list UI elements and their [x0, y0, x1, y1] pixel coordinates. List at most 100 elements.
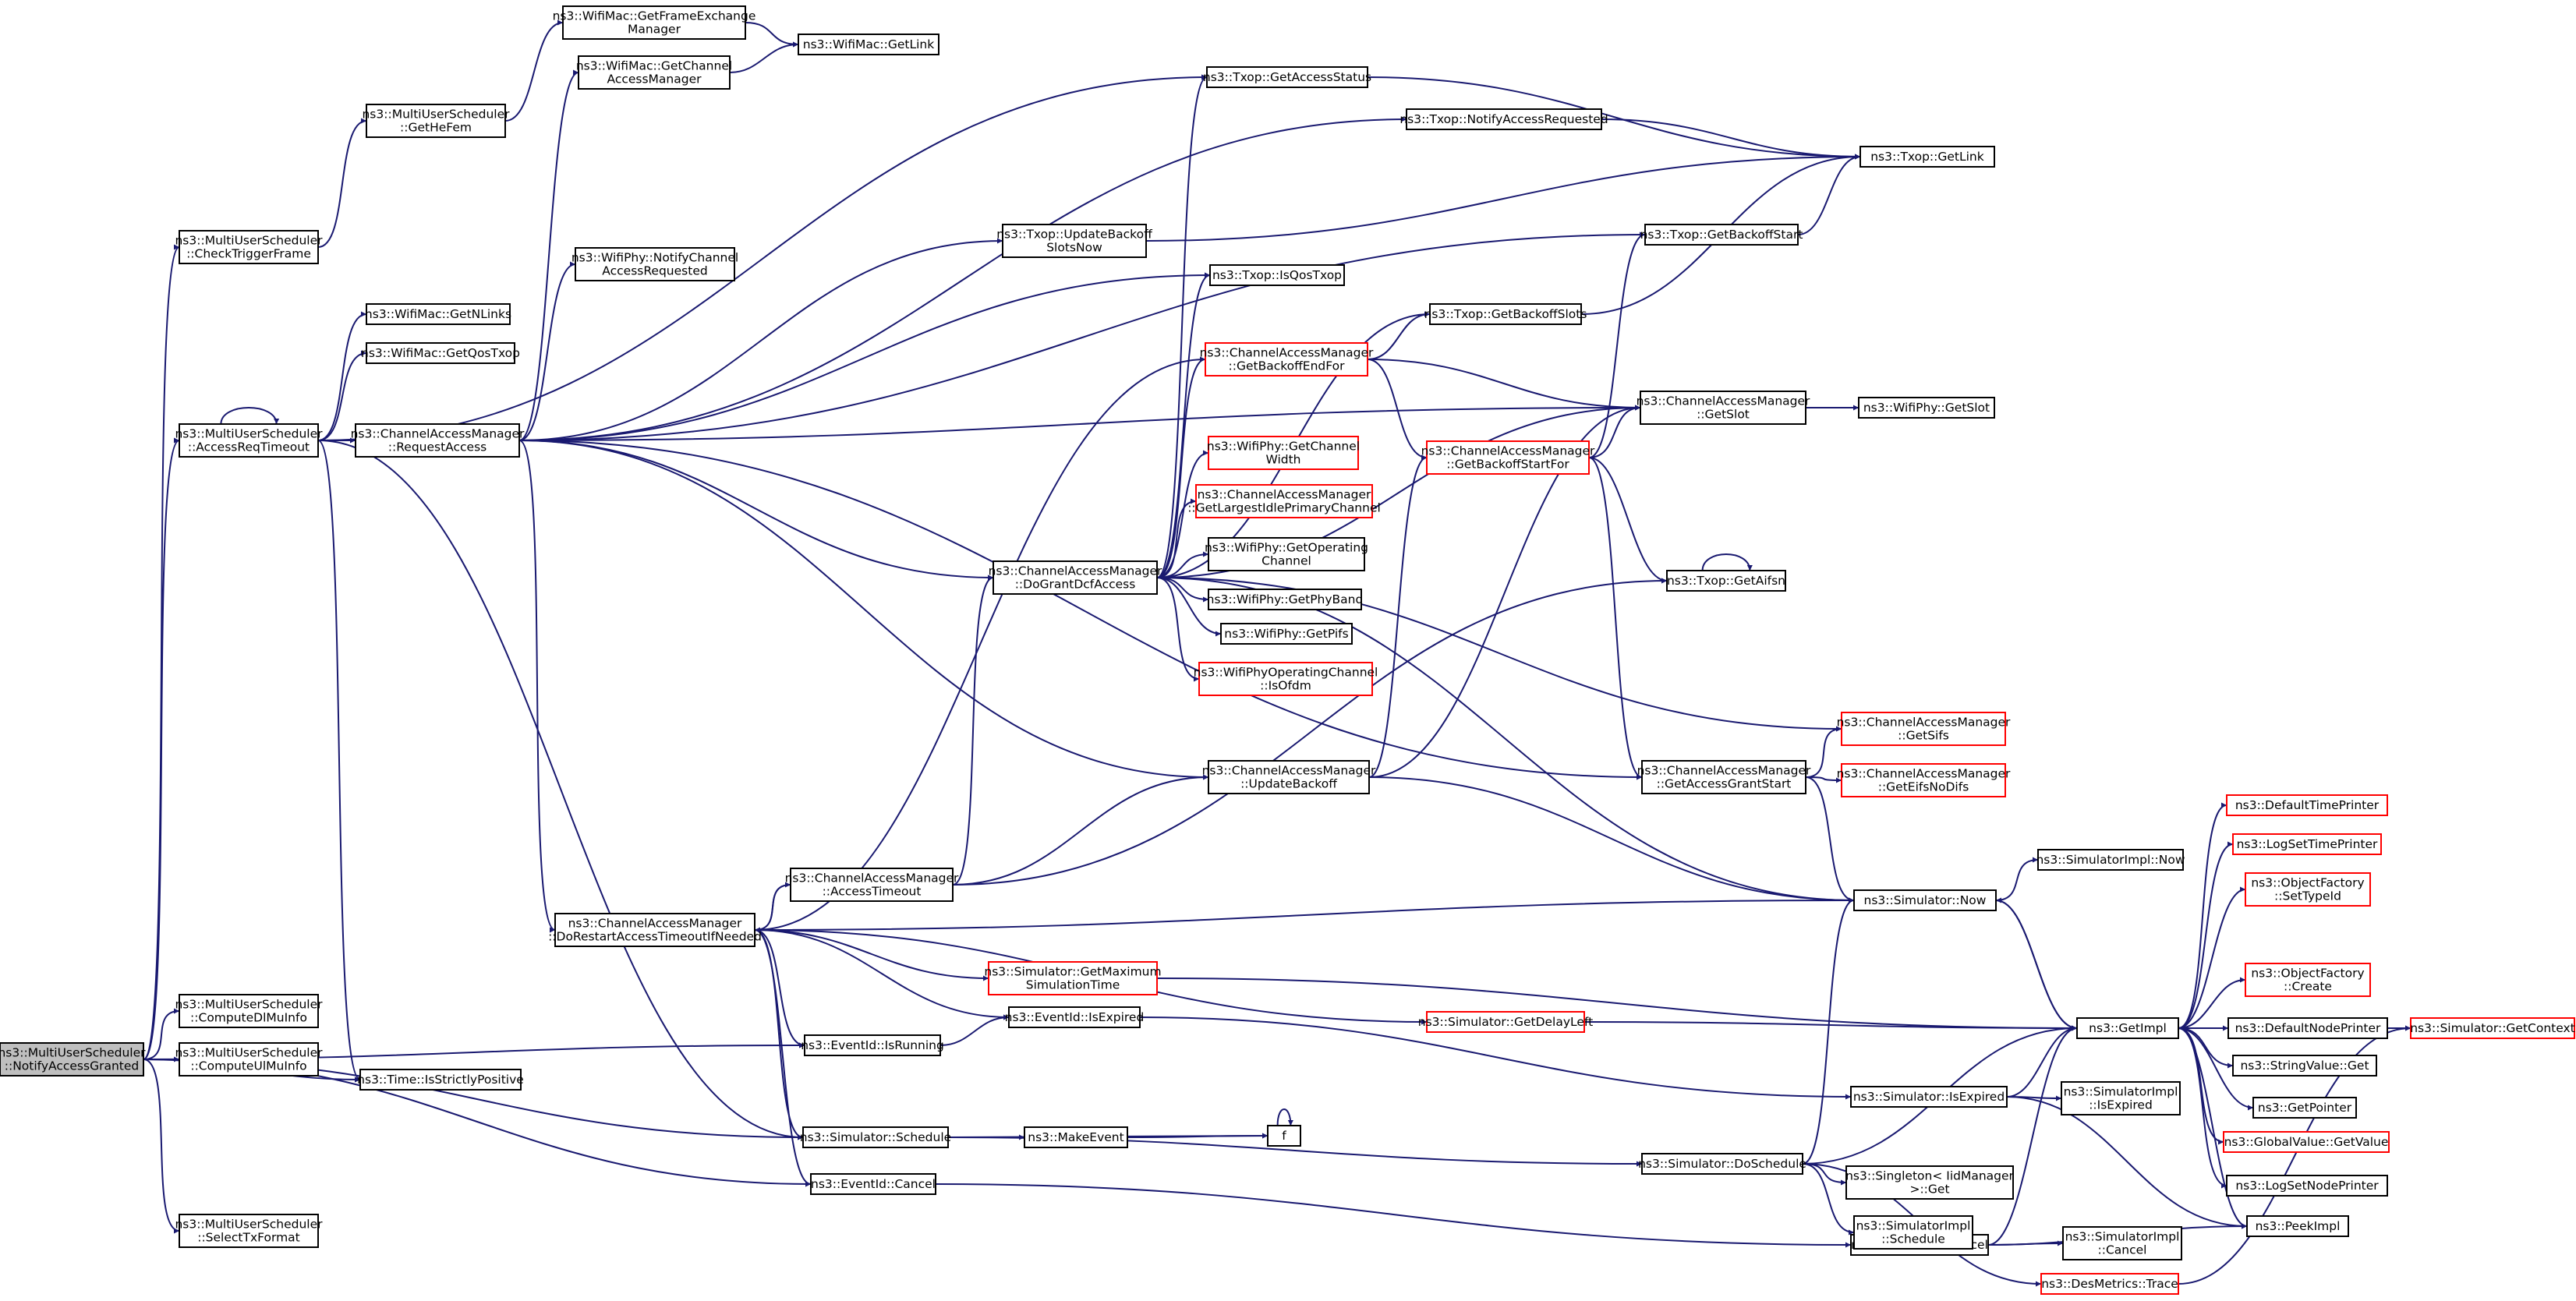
node-label-line: ns3::WifiPhyOperatingChannel: [1194, 666, 1378, 680]
node-peek-impl[interactable]: ns3::PeekImpl: [2246, 1215, 2349, 1237]
edge-access_req_timeout-to-txop_get_access_status: [317, 74, 1208, 441]
edge-cam_get_backoff_end_for-to-cam_get_slot: [1367, 359, 1641, 411]
edge-cam_get_backoff_start_for-to-txop_get_aifsn: [1588, 457, 1668, 584]
node-cam-update-backoff[interactable]: ns3::ChannelAccessManager::UpdateBackoff: [1202, 760, 1376, 794]
edge-cam_get_access_grant_start-to-cam_get_sifs: [1805, 726, 1842, 778]
node-simulator-get-context[interactable]: ns3::Simulator::GetContext: [2410, 1017, 2575, 1039]
node-wifimac-get-nlinks[interactable]: ns3::WifiMac::GetNLinks: [365, 303, 511, 325]
node-label-line: ns3::WifiPhy::GetChannel: [1207, 440, 1360, 454]
node-txop-notify-access-requested[interactable]: ns3::Txop::NotifyAccessRequested: [1399, 108, 1608, 130]
node-label-line: ns3::ChannelAccessManager: [1637, 394, 1810, 408]
node-string-value-get[interactable]: ns3::StringValue::Get: [2232, 1055, 2377, 1077]
node-access-req-timeout[interactable]: ns3::MultiUserScheduler::AccessReqTimeou…: [175, 423, 323, 458]
node-cam-get-largest-idle-primary-channel[interactable]: ns3::ChannelAccessManager::GetLargestIdl…: [1187, 484, 1381, 518]
node-wifiphy-notify-channel-access-requested[interactable]: ns3::WifiPhy::NotifyChannelAccessRequest…: [571, 247, 738, 281]
node-wifimac-get-qos-txop[interactable]: ns3::WifiMac::GetQosTxop: [361, 342, 520, 364]
edge-cam_request_access-to-wifiphy_notify_channel_access_requested: [518, 261, 576, 441]
node-simulator-get-delay-left[interactable]: ns3::Simulator::GetDelayLeft: [1418, 1011, 1593, 1033]
node-label-line: ns3::SimulatorImpl: [2064, 1085, 2178, 1099]
edge-notify_access_granted-to-access_req_timeout: [143, 437, 180, 1060]
node-cam-get-eifs-no-difs[interactable]: ns3::ChannelAccessManager::GetEifsNoDifs: [1837, 763, 2011, 797]
node-label-line: Channel: [1261, 554, 1311, 568]
node-txop-get-aifsn[interactable]: ns3::Txop::GetAifsn: [1666, 570, 1786, 592]
node-get-he-fem[interactable]: ns3::MultiUserScheduler::GetHeFem: [362, 104, 510, 138]
node-simulator-is-expired[interactable]: ns3::Simulator::IsExpired: [1850, 1086, 2008, 1108]
node-txop-is-qos-txop[interactable]: ns3::Txop::IsQosTxop: [1209, 264, 1345, 286]
node-eventid-is-running[interactable]: ns3::EventId::IsRunning: [801, 1034, 944, 1056]
node-cam-request-access[interactable]: ns3::ChannelAccessManager::RequestAccess: [351, 423, 525, 458]
node-object-factory-set-type-id[interactable]: ns3::ObjectFactory::SetTypeId: [2245, 872, 2371, 907]
edge-simulator_cancel-to-get_impl: [1987, 1025, 2078, 1246]
node-simulator-now[interactable]: ns3::Simulator::Now: [1853, 889, 1997, 911]
node-txop-get-access-status[interactable]: ns3::Txop::GetAccessStatus: [1203, 66, 1371, 88]
node-cam-get-backoff-end-for[interactable]: ns3::ChannelAccessManager::GetBackoffEnd…: [1200, 342, 1374, 377]
node-cam-get-slot[interactable]: ns3::ChannelAccessManager::GetSlot: [1637, 391, 1810, 425]
node-simulator-impl-schedule[interactable]: ns3::SimulatorImpl::Schedule: [1853, 1215, 1973, 1250]
edge-des_metrics_trace-to-simulator_get_context: [2178, 1025, 2411, 1285]
edge-cam_request_access-to-txop_get_backoff_start: [518, 232, 1646, 441]
node-make-event[interactable]: ns3::MakeEvent: [1024, 1126, 1128, 1148]
node-simulator-impl-is-expired[interactable]: ns3::SimulatorImpl::IsExpired: [2061, 1081, 2181, 1115]
node-box: [2227, 1017, 2388, 1039]
node-wifiphy-get-slot[interactable]: ns3::WifiPhy::GetSlot: [1858, 397, 1995, 419]
node-cam-do-grant-dcf-access[interactable]: ns3::ChannelAccessManager::DoGrantDcfAcc…: [989, 560, 1162, 595]
node-log-set-time-printer[interactable]: ns3::LogSetTimePrinter: [2232, 833, 2382, 855]
node-box: [1853, 1215, 1973, 1250]
node-cam-access-timeout[interactable]: ns3::ChannelAccessManager::AccessTimeout: [785, 868, 959, 902]
node-label-line: ns3::MultiUserScheduler: [0, 1046, 146, 1060]
node-wifiphy-get-pifs[interactable]: ns3::WifiPhy::GetPifs: [1220, 623, 1353, 645]
node-default-node-printer[interactable]: ns3::DefaultNodePrinter: [2227, 1017, 2388, 1039]
node-simulator-impl-cancel[interactable]: ns3::SimulatorImpl::Cancel: [2062, 1226, 2182, 1260]
node-func-f[interactable]: f: [1267, 1125, 1301, 1147]
edge-txop_get_backoff_start-to-txop_get_link: [1797, 154, 1861, 235]
node-label-line: ::GetSlot: [1697, 408, 1750, 422]
node-txop-get-backoff-start[interactable]: ns3::Txop::GetBackoffStart: [1640, 224, 1803, 246]
node-compute-dl-mu-info[interactable]: ns3::MultiUserScheduler::ComputeDlMuInfo: [175, 994, 323, 1028]
node-eventid-is-expired[interactable]: ns3::EventId::IsExpired: [1005, 1006, 1145, 1028]
node-select-tx-format[interactable]: ns3::MultiUserScheduler::SelectTxFormat: [175, 1214, 323, 1248]
node-txop-get-backoff-slots[interactable]: ns3::Txop::GetBackoffSlots: [1424, 303, 1587, 325]
node-time-is-strictly-positive[interactable]: ns3::Time::IsStrictlyPositive: [357, 1069, 524, 1091]
node-simulator-impl-now[interactable]: ns3::SimulatorImpl::Now: [2036, 849, 2185, 871]
edge-cam_request_access-to-cam_get_slot: [518, 405, 1641, 441]
edge-get_channel_access_manager-to-wifimac_get_link: [729, 41, 799, 73]
node-box: [575, 247, 735, 281]
node-eventid-cancel[interactable]: ns3::EventId::Cancel: [810, 1173, 936, 1195]
node-label-line: ::GetEifsNoDifs: [1878, 780, 1969, 794]
node-label-line: ::Create: [2284, 980, 2332, 994]
edge-cam_get_backoff_start_for-to-txop_get_backoff_start: [1588, 232, 1646, 458]
node-box: [810, 1173, 936, 1195]
node-label-line: ns3::EventId::Cancel: [811, 1177, 936, 1191]
node-compute-ul-mu-info[interactable]: ns3::MultiUserScheduler::ComputeUlMuInfo: [175, 1042, 323, 1077]
node-global-value-get-value[interactable]: ns3::GlobalValue::GetValue: [2223, 1131, 2390, 1153]
node-check-trigger-frame[interactable]: ns3::MultiUserScheduler::CheckTriggerFra…: [175, 230, 323, 264]
node-wifiphy-get-phy-band[interactable]: ns3::WifiPhy::GetPhyBand: [1207, 589, 1364, 610]
node-txop-get-link[interactable]: ns3::Txop::GetLink: [1859, 146, 1995, 168]
node-cam-get-sifs[interactable]: ns3::ChannelAccessManager::GetSifs: [1837, 712, 2011, 746]
node-cam-get-access-grant-start[interactable]: ns3::ChannelAccessManager::GetAccessGran…: [1637, 760, 1811, 794]
node-simulator-do-schedule[interactable]: ns3::Simulator::DoSchedule: [1638, 1153, 1806, 1175]
node-default-time-printer[interactable]: ns3::DefaultTimePrinter: [2226, 794, 2388, 816]
node-object-factory-create[interactable]: ns3::ObjectFactory::Create: [2245, 963, 2371, 997]
node-label-line: ns3::MakeEvent: [1028, 1130, 1123, 1144]
node-cam-do-restart-access-timeout[interactable]: ns3::ChannelAccessManager::DoRestartAcce…: [548, 913, 762, 947]
node-singleton-get[interactable]: ns3::Singleton< IidManager>::Get: [1845, 1165, 2015, 1200]
node-log-set-node-printer[interactable]: ns3::LogSetNodePrinter: [2226, 1175, 2388, 1197]
node-simulator-schedule[interactable]: ns3::Simulator::Schedule: [800, 1126, 951, 1148]
node-notify-access-granted[interactable]: ns3::MultiUserScheduler::NotifyAccessGra…: [0, 1042, 146, 1077]
node-wifimac-get-link[interactable]: ns3::WifiMac::GetLink: [798, 34, 939, 55]
node-wifi-phy-operating-channel-is-ofdm[interactable]: ns3::WifiPhyOperatingChannel::IsOfdm: [1194, 662, 1378, 696]
node-get-pointer[interactable]: ns3::GetPointer: [2252, 1097, 2357, 1119]
edge-cam_request_access-to-txop_is_qos_txop: [518, 272, 1211, 441]
node-label-line: ::SelectTxFormat: [197, 1231, 300, 1245]
node-get-impl[interactable]: ns3::GetImpl: [2076, 1017, 2179, 1039]
node-des-metrics-trace[interactable]: ns3::DesMetrics::Trace: [2040, 1273, 2179, 1295]
node-box: [1858, 397, 1995, 419]
node-cam-get-backoff-start-for[interactable]: ns3::ChannelAccessManager::GetBackoffSta…: [1421, 440, 1595, 475]
